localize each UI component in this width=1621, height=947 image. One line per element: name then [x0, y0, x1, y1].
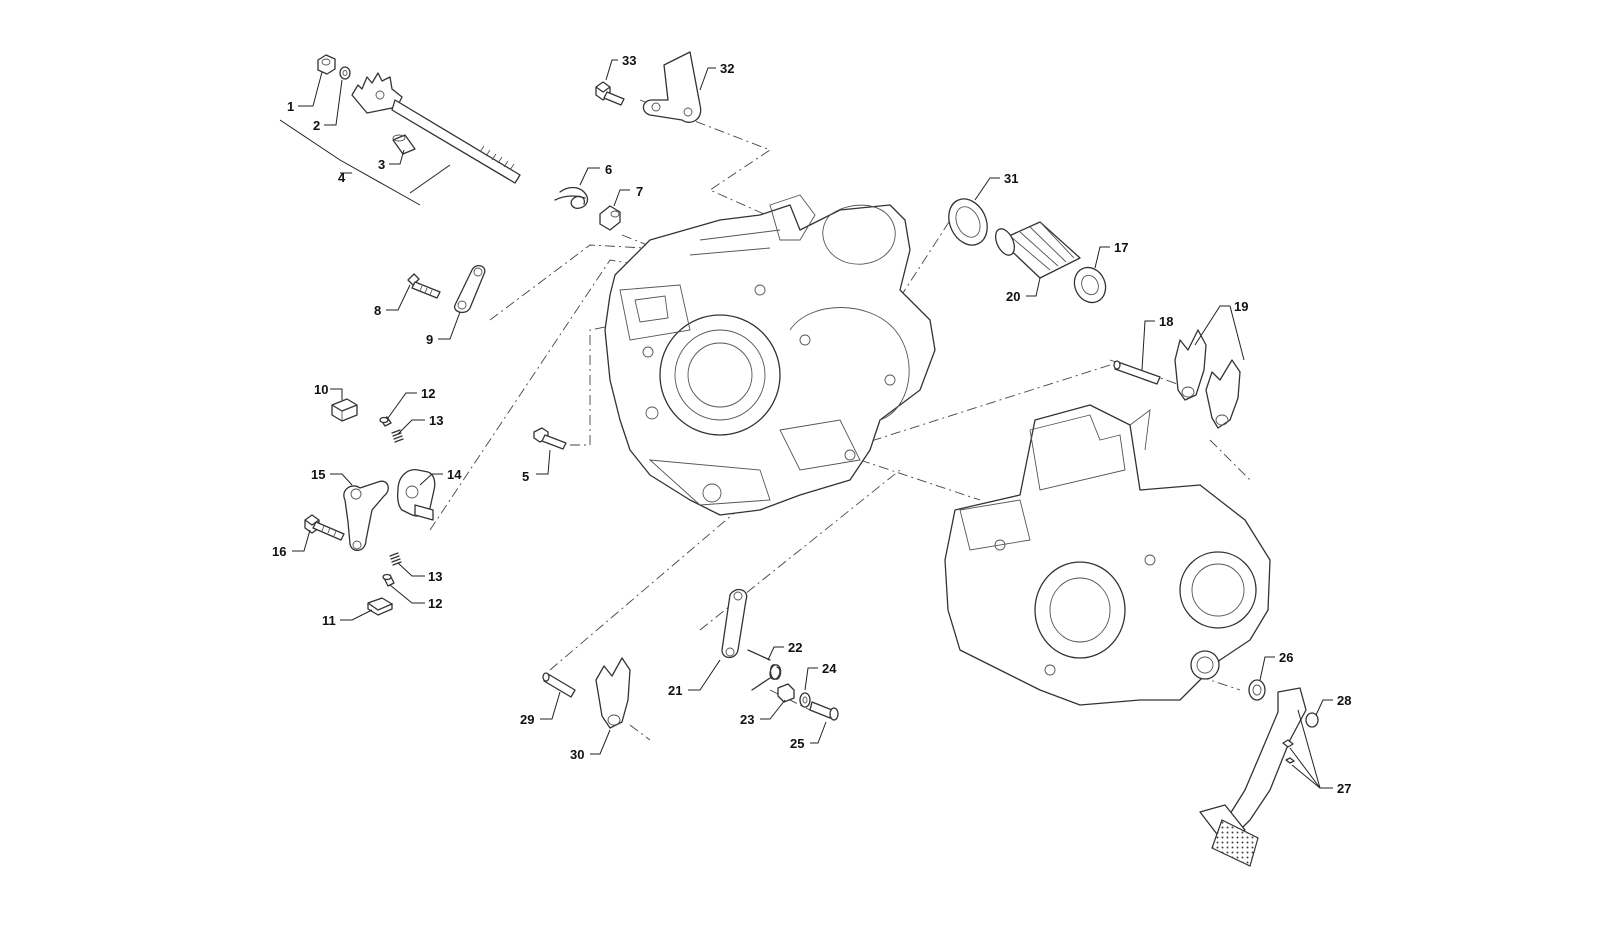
block-part-10	[331, 398, 358, 422]
spring-part-13-bottom	[389, 552, 402, 566]
label-part-30[interactable]: 30	[570, 747, 584, 762]
label-part-5[interactable]: 5	[522, 469, 529, 484]
crankcase-left-half	[604, 194, 936, 516]
spacer-part-23	[777, 683, 795, 703]
circlip-part-28	[1305, 712, 1319, 728]
seal-part-26	[1248, 679, 1266, 701]
spring-part-13-top	[391, 429, 404, 443]
lever-part-21	[721, 588, 748, 659]
label-part-9[interactable]: 9	[426, 332, 433, 347]
bearing-part-17	[1073, 266, 1107, 304]
spring-part-6	[554, 186, 589, 209]
label-part-21[interactable]: 21	[668, 683, 682, 698]
label-part-24[interactable]: 24	[822, 661, 837, 676]
label-part-13-bottom[interactable]: 13	[428, 569, 442, 584]
block-part-11	[367, 597, 393, 616]
label-part-20[interactable]: 20	[1006, 289, 1020, 304]
rod-part-29	[542, 672, 576, 698]
label-part-17[interactable]: 17	[1114, 240, 1128, 255]
label-part-26[interactable]: 26	[1279, 650, 1293, 665]
pin-part-3	[392, 134, 416, 155]
bolt-part-8	[407, 273, 441, 299]
label-part-33[interactable]: 33	[622, 53, 636, 68]
shift-drum-part-20	[994, 221, 1081, 279]
link-plate-part-9	[453, 264, 486, 314]
pin-part-12-bottom	[382, 573, 395, 587]
spring-part-22	[747, 649, 782, 691]
washer-part-24	[799, 692, 811, 708]
label-part-12-top[interactable]: 12	[421, 386, 435, 401]
label-part-16[interactable]: 16	[272, 544, 286, 559]
label-part-4[interactable]: 4	[338, 170, 346, 185]
shift-fork-part-30	[595, 657, 631, 729]
label-part-23[interactable]: 23	[740, 712, 754, 727]
label-part-28[interactable]: 28	[1337, 693, 1351, 708]
label-part-14[interactable]: 14	[447, 467, 462, 482]
bolt-part-25	[809, 701, 839, 721]
label-part-31[interactable]: 31	[1004, 171, 1018, 186]
gear-pedal-part-27	[1199, 687, 1307, 867]
label-part-1[interactable]: 1	[287, 99, 294, 114]
crankcase-right-half	[944, 404, 1271, 706]
bolt-part-33	[595, 81, 625, 106]
label-part-6[interactable]: 6	[605, 162, 612, 177]
bracket-part-32	[642, 51, 702, 123]
label-part-2[interactable]: 2	[313, 118, 320, 133]
label-part-32[interactable]: 32	[720, 61, 734, 76]
label-part-15[interactable]: 15	[311, 467, 325, 482]
label-part-3[interactable]: 3	[378, 157, 385, 172]
shift-fork-part-19-b	[1205, 359, 1241, 429]
label-part-8[interactable]: 8	[374, 303, 381, 318]
bushing-part-7	[599, 205, 621, 231]
bearing-part-31	[948, 198, 988, 246]
leader-lines	[279, 59, 1333, 789]
label-part-7[interactable]: 7	[636, 184, 643, 199]
label-part-18[interactable]: 18	[1159, 314, 1173, 329]
shift-fork-part-19-a	[1174, 329, 1207, 401]
washer-part-2	[339, 66, 351, 80]
label-part-19[interactable]: 19	[1234, 299, 1248, 314]
label-part-13-top[interactable]: 13	[429, 413, 443, 428]
part-labels: 1 2 3 4 5 6 7 8 9 10 11 12 12 13 13 14 1…	[272, 53, 1351, 796]
label-part-25[interactable]: 25	[790, 736, 804, 751]
nut-part-1	[317, 54, 336, 75]
bolt-part-16	[304, 514, 345, 541]
stud-part-5	[533, 427, 567, 450]
label-part-22[interactable]: 22	[788, 640, 802, 655]
label-part-10[interactable]: 10	[314, 382, 328, 397]
lever-plate-part-15	[343, 480, 389, 551]
pin-part-12-top	[379, 416, 392, 427]
label-part-29[interactable]: 29	[520, 712, 534, 727]
label-part-11[interactable]: 11	[322, 613, 336, 628]
label-part-27[interactable]: 27	[1337, 781, 1351, 796]
shift-cam-part-14	[396, 469, 436, 521]
label-part-12-bottom[interactable]: 12	[428, 596, 442, 611]
rod-part-18	[1113, 360, 1161, 385]
selector-shaft-part-4	[351, 72, 521, 184]
